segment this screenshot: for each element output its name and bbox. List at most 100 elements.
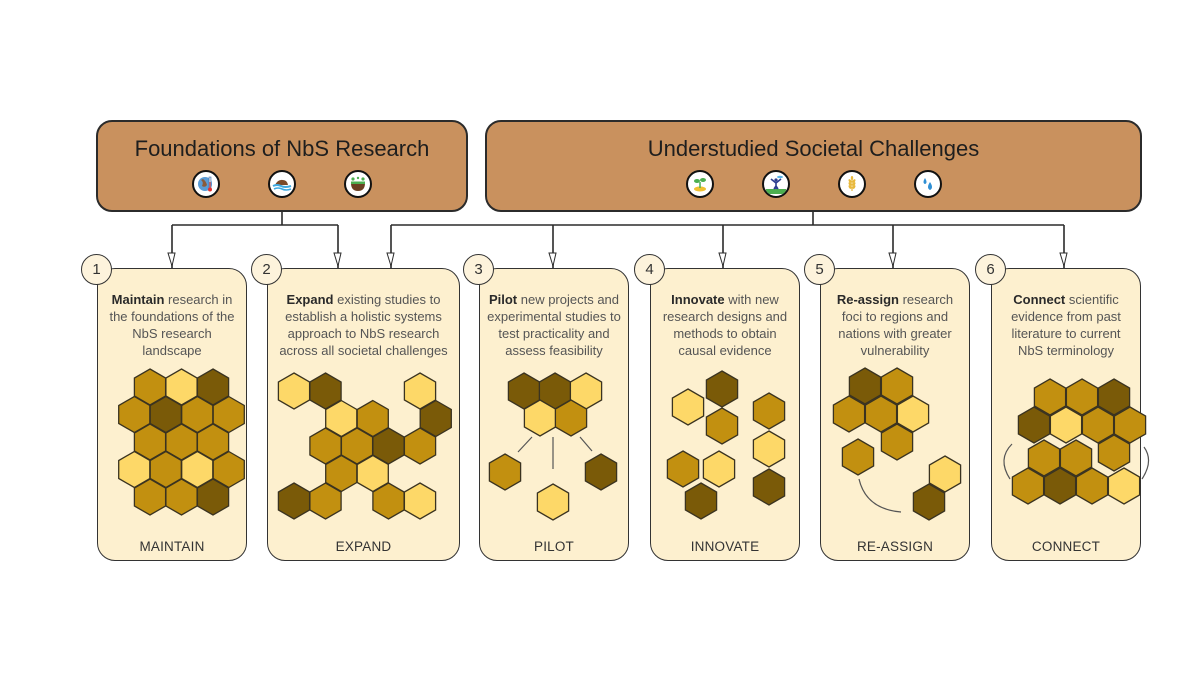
card-label: PILOT <box>533 539 574 554</box>
card-label: CONNECT <box>1031 539 1101 554</box>
economic-development-icon <box>685 170 714 198</box>
card-label: EXPAND <box>335 539 392 554</box>
arrowhead-2b <box>386 252 395 268</box>
hexagon <box>554 399 588 437</box>
hexagon <box>864 395 898 433</box>
card-label: RE-ASSIGN <box>856 539 934 554</box>
step-number-3: 3 <box>463 254 494 285</box>
card-innovate: Innovate with new research designs and m… <box>650 268 800 561</box>
card-expand: Expand existing studies to establish a h… <box>267 268 460 561</box>
human-health-icon <box>761 170 790 198</box>
card-verb: Pilot <box>488 292 518 307</box>
hexagon <box>702 450 736 488</box>
hexagon <box>584 453 618 491</box>
card-pilot: Pilot new projects and experimental stud… <box>479 268 629 561</box>
card-label: INNOVATE <box>690 539 760 554</box>
challenges-connector <box>390 212 1065 268</box>
hexagon <box>488 453 522 491</box>
hexagon <box>196 478 230 516</box>
step-number-4: 4 <box>634 254 665 285</box>
arrowhead-1 <box>167 252 176 268</box>
foundations-title: Foundations of NbS Research <box>134 136 430 161</box>
hexagon <box>752 392 786 430</box>
hexagon <box>752 430 786 468</box>
hexagon <box>1075 467 1109 505</box>
arrowhead-3 <box>548 252 557 268</box>
step-number-2: 2 <box>251 254 282 285</box>
hexagon <box>841 438 875 476</box>
water-security-icon <box>913 170 942 198</box>
card-description: Connect scientific evidence from past li… <box>1011 292 1121 358</box>
hexagon <box>848 367 882 405</box>
hex-cluster-connect <box>1003 378 1150 505</box>
reassign-arrow <box>858 478 902 513</box>
hexagon <box>1043 467 1077 505</box>
hexagon <box>880 423 914 461</box>
hexagon <box>1059 439 1093 477</box>
soil-health-icon <box>344 170 372 198</box>
connect-arrow-right <box>1141 446 1150 480</box>
hexagon <box>1033 378 1067 416</box>
pilot-arrow-right <box>579 436 593 452</box>
hex-cluster-innovate <box>666 370 786 520</box>
flood-erosion-icon <box>268 170 296 198</box>
hexagon <box>1065 378 1099 416</box>
step-number-1: 1 <box>81 254 112 285</box>
hex-cluster-pilot <box>488 372 618 521</box>
hexagon <box>1049 406 1083 444</box>
hexagon <box>671 388 705 426</box>
card-re-assign: Re-assign research foci to regions and n… <box>820 268 970 561</box>
hexagon <box>705 407 739 445</box>
food-security-icon <box>837 170 866 198</box>
hexagon <box>684 482 718 520</box>
card-description: Expand existing studies to establish a h… <box>279 292 448 358</box>
card-description: Pilot new projects and experimental stud… <box>487 292 621 358</box>
pilot-arrow-left <box>517 436 533 453</box>
hex-cluster-expand <box>277 372 452 520</box>
hexagon <box>309 482 342 520</box>
arrowhead-4 <box>718 252 727 268</box>
hexagon <box>536 483 570 521</box>
hexagon <box>928 455 962 493</box>
hexagon <box>1097 434 1131 472</box>
card-verb: Connect <box>1013 292 1066 307</box>
arrowhead-5 <box>888 252 897 268</box>
hexagon <box>1097 378 1131 416</box>
connect-arrow-left <box>1003 443 1013 480</box>
hexagon <box>880 367 914 405</box>
hexagon <box>912 483 946 521</box>
arrowhead-2a <box>333 252 342 268</box>
hexagon <box>277 482 311 520</box>
card-maintain: Maintain research in the foundations of … <box>97 268 247 561</box>
hexagon <box>1107 467 1141 505</box>
societal-challenges-header-box: Understudied Societal Challenges <box>485 120 1142 212</box>
hexagon <box>403 427 437 465</box>
hexagon <box>752 468 786 506</box>
step-number-5: 5 <box>804 254 835 285</box>
arrowhead-6 <box>1059 252 1068 268</box>
card-connect: Connect scientific evidence from past li… <box>991 268 1150 561</box>
card-verb: Maintain <box>111 292 165 307</box>
hexagon <box>666 450 700 488</box>
hexagon <box>277 372 311 410</box>
foundations-header-box: Foundations of NbS Research <box>96 120 468 212</box>
card-verb: Re-assign <box>836 292 899 307</box>
card-label: MAINTAIN <box>139 539 205 554</box>
hexagon <box>1113 406 1147 444</box>
hex-cluster-re-assign <box>832 367 962 521</box>
hexagon <box>896 395 930 433</box>
climate-thermometer-globe-icon <box>192 170 220 198</box>
hex-cluster-maintain <box>118 368 245 516</box>
hexagon <box>705 370 739 408</box>
card-description: Maintain research in the foundations of … <box>109 292 235 358</box>
hexagon <box>1027 439 1061 477</box>
step-number-6: 6 <box>975 254 1006 285</box>
hexagon <box>1011 467 1045 505</box>
hexagon <box>832 395 866 433</box>
card-verb: Expand <box>286 292 334 307</box>
card-description: Re-assign research foci to regions and n… <box>836 292 954 358</box>
card-verb: Innovate <box>671 292 725 307</box>
hexagon <box>403 482 437 520</box>
hexagon <box>1017 406 1051 444</box>
societal-challenges-title: Understudied Societal Challenges <box>647 136 980 161</box>
